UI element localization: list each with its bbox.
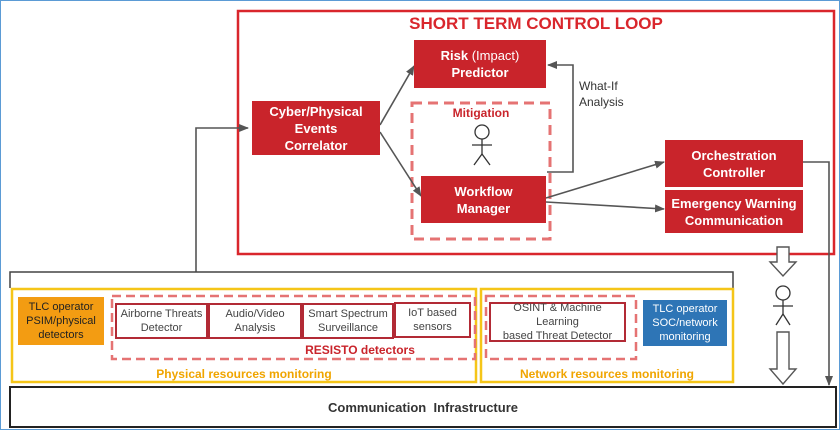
physical-operator-label: TLC operator PSIM/physical detectors [26, 301, 96, 341]
resisto-detectors-label: RESISTO detectors [305, 343, 415, 357]
risk-main-label: Risk [440, 48, 469, 63]
detector-spectrum-label: Smart Spectrum Surveillance [308, 308, 388, 334]
infrastructure-label: Communication Infrastructure [328, 400, 518, 415]
control-loop-title: SHORT TERM CONTROL LOOP [409, 14, 663, 33]
arrow-monitoring-to-correlator [195, 124, 249, 272]
correlator-node: Cyber/Physical Events Correlator [252, 101, 380, 155]
mitigation-label: Mitigation [452, 106, 510, 120]
arrow-workflow-to-risk-whatif [547, 61, 574, 173]
detector-spectrum: Smart Spectrum Surveillance [302, 303, 394, 339]
osint-detector-label: OSINT & Machine Learning based Threat De… [502, 302, 613, 342]
orchestration-label: Orchestration Controller [691, 147, 777, 180]
network-monitoring-label: Network resources monitoring [519, 367, 695, 381]
osint-dashed-region [484, 294, 638, 361]
resisto-dashed-region [110, 294, 477, 361]
monitoring-bracket [9, 271, 734, 288]
arrow-correlator-to-workflow [379, 131, 422, 197]
emergency-warning-node: Emergency Warning Communication [665, 190, 803, 233]
detector-airborne: Airborne Threats Detector [115, 303, 208, 339]
detector-airborne-label: Airborne Threats Detector [120, 308, 203, 334]
arrow-workflow-to-emergency [545, 201, 665, 213]
person-icon-operator [773, 285, 793, 326]
osint-detector-box: OSINT & Machine Learning based Threat De… [489, 302, 626, 342]
detector-audio-video: Audio/Video Analysis [208, 303, 302, 339]
risk-line1: Risk (Impact) [441, 47, 520, 64]
mitigation-dashed-region [410, 101, 552, 241]
infrastructure-bar [9, 386, 837, 428]
workflow-label: Workflow Manager [454, 183, 513, 216]
physical-zone-border [10, 287, 478, 384]
hollow-down-arrow-lower [768, 331, 798, 386]
detector-iot-label: IoT based sensors [408, 307, 457, 333]
arrow-workflow-to-orchestration [545, 160, 665, 199]
network-operator-label: TLC operator SOC/network monitoring [652, 303, 718, 343]
detector-audio-video-label: Audio/Video Analysis [225, 308, 285, 334]
workflow-manager-node: Workflow Manager [421, 176, 546, 223]
risk-predictor-node: Risk (Impact) Predictor [414, 40, 546, 88]
emergency-label: Emergency Warning Communication [671, 195, 797, 228]
arrow-correlator-to-risk [379, 65, 415, 126]
arrow-orchestration-to-infrastructure [803, 161, 833, 386]
orchestration-controller-node: Orchestration Controller [665, 140, 803, 187]
what-if-label: What-If Analysis [579, 79, 624, 109]
physical-monitoring-label: Physical resources monitoring [156, 367, 332, 381]
network-zone-border [479, 287, 735, 384]
risk-paren-label: (Impact) [471, 48, 520, 63]
control-loop-border [236, 9, 836, 256]
hollow-down-arrow-upper [768, 246, 798, 278]
person-icon-mitigation [472, 124, 492, 166]
detector-iot: IoT based sensors [394, 302, 471, 338]
correlator-label: Cyber/Physical Events Correlator [269, 103, 363, 153]
physical-operator-box: TLC operator PSIM/physical detectors [18, 297, 104, 345]
risk-line2: Predictor [451, 65, 509, 80]
network-operator-box: TLC operator SOC/network monitoring [643, 300, 727, 346]
